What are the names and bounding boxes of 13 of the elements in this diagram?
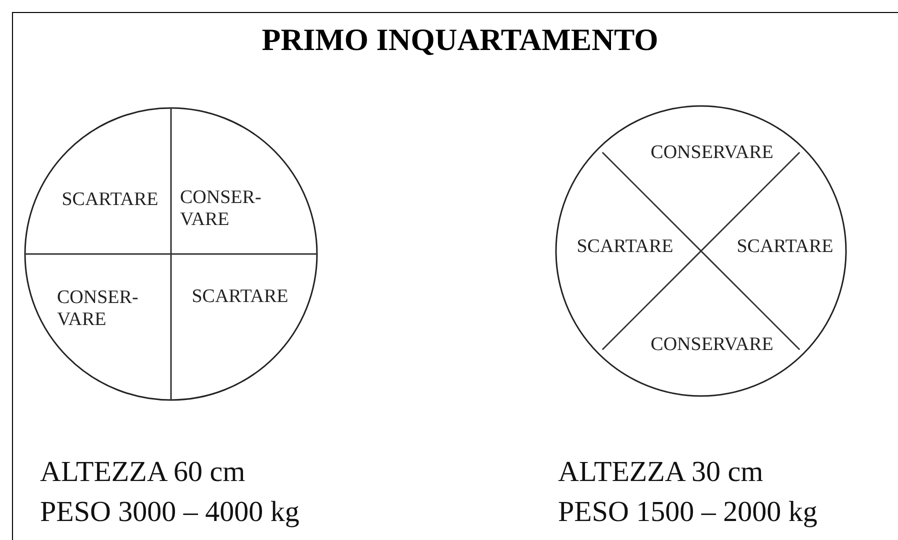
quadrant-label: SCARTARE <box>62 189 158 211</box>
quadrant-label: CONSERVARE <box>650 334 774 356</box>
quadrant-label: SCARTARE <box>576 236 674 258</box>
quadrant-label: SCARTARE <box>736 236 834 258</box>
quadrant-label: SCARTARE <box>192 286 288 308</box>
measurement-text: ALTEZZA 60 cm <box>40 456 246 489</box>
measurement-text: PESO 3000 – 4000 kg <box>40 496 300 529</box>
title: PRIMO INQUARTAMENTO <box>260 22 660 58</box>
measurement-text: PESO 1500 – 2000 kg <box>558 496 818 529</box>
measurement-text: ALTEZZA 30 cm <box>558 456 764 489</box>
quartered-circle <box>555 105 847 397</box>
quartered-circle <box>24 107 318 401</box>
quadrant-label: CONSERVARE <box>650 142 774 164</box>
